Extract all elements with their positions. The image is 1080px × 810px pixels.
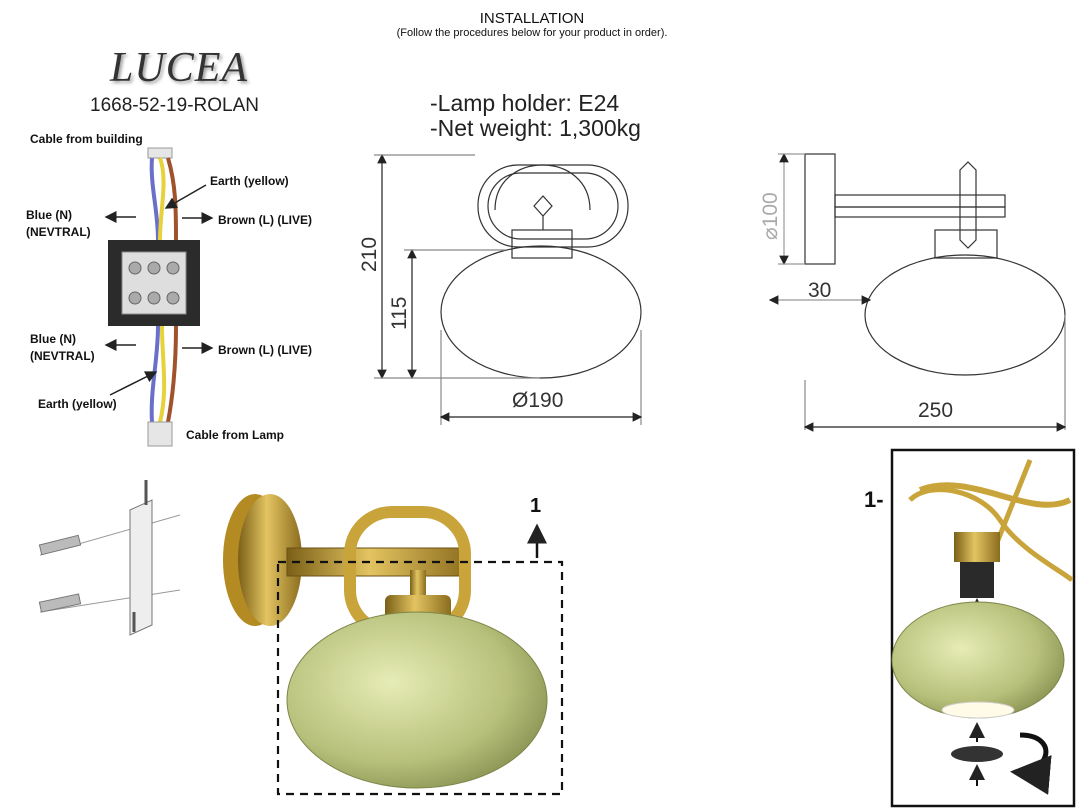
glass-shade [286, 611, 548, 789]
label-brown-top: Brown (L) (LIVE) [218, 213, 312, 227]
wall-plate [238, 494, 302, 626]
wire-yellow-bottom [158, 325, 167, 423]
label-blue-bottom-2: (NEVTRAL) [30, 349, 95, 363]
cable-sleeve-bottom [147, 421, 173, 447]
lamp-render [223, 494, 564, 796]
rotate-arrow [1010, 732, 1052, 795]
mounting-bracket-exploded [38, 480, 181, 636]
detail-retaining-ring [951, 746, 1003, 762]
wire-blue-top [149, 157, 160, 241]
label-earth-bottom: Earth (yellow) [38, 397, 117, 411]
label-cable-from-lamp: Cable from Lamp [186, 428, 285, 442]
wire-brown-top [166, 157, 178, 241]
step-label-detail: 1- [864, 487, 884, 512]
installation-subtitle: (Follow the procedures below for your pr… [396, 27, 668, 39]
wiring-diagram [104, 147, 214, 447]
side-view-drawing [768, 152, 1067, 432]
front-view-drawing [374, 153, 643, 425]
dim-projection: 250 [918, 399, 954, 422]
detail-socket [960, 562, 994, 598]
detail-holder [954, 532, 1000, 562]
terminal-block [121, 251, 187, 315]
installation-title: INSTALLATION [479, 10, 585, 27]
spec-net-weight: -Net weight: 1,300kg [430, 115, 641, 141]
detail-dashed-box [276, 560, 564, 796]
detail-box [890, 448, 1076, 808]
step-number-main: 1 [530, 495, 542, 517]
wire-brown-bottom [166, 325, 178, 423]
label-blue-bottom-1: Blue (N) [30, 332, 76, 346]
model-number: 1668-52-19-ROLAN [90, 95, 259, 116]
wire-yellow-top [158, 157, 166, 241]
detail-glass-shade [891, 601, 1065, 719]
brand-logo: LUCEA [110, 45, 249, 91]
label-blue-top-2: (NEVTRAL) [26, 225, 91, 239]
label-blue-top-1: Blue (N) [26, 208, 72, 222]
label-brown-bottom: Brown (L) (LIVE) [218, 343, 312, 357]
cable-sleeve-top [147, 147, 173, 159]
spec-lamp-holder: -Lamp holder: E24 [430, 90, 620, 116]
label-earth-top: Earth (yellow) [210, 174, 289, 188]
label-cable-from-building: Cable from building [30, 132, 143, 146]
dim-diameter: Ø190 [512, 389, 564, 412]
wall-plug-bottom [38, 593, 82, 613]
wall-plug-top [38, 534, 82, 556]
